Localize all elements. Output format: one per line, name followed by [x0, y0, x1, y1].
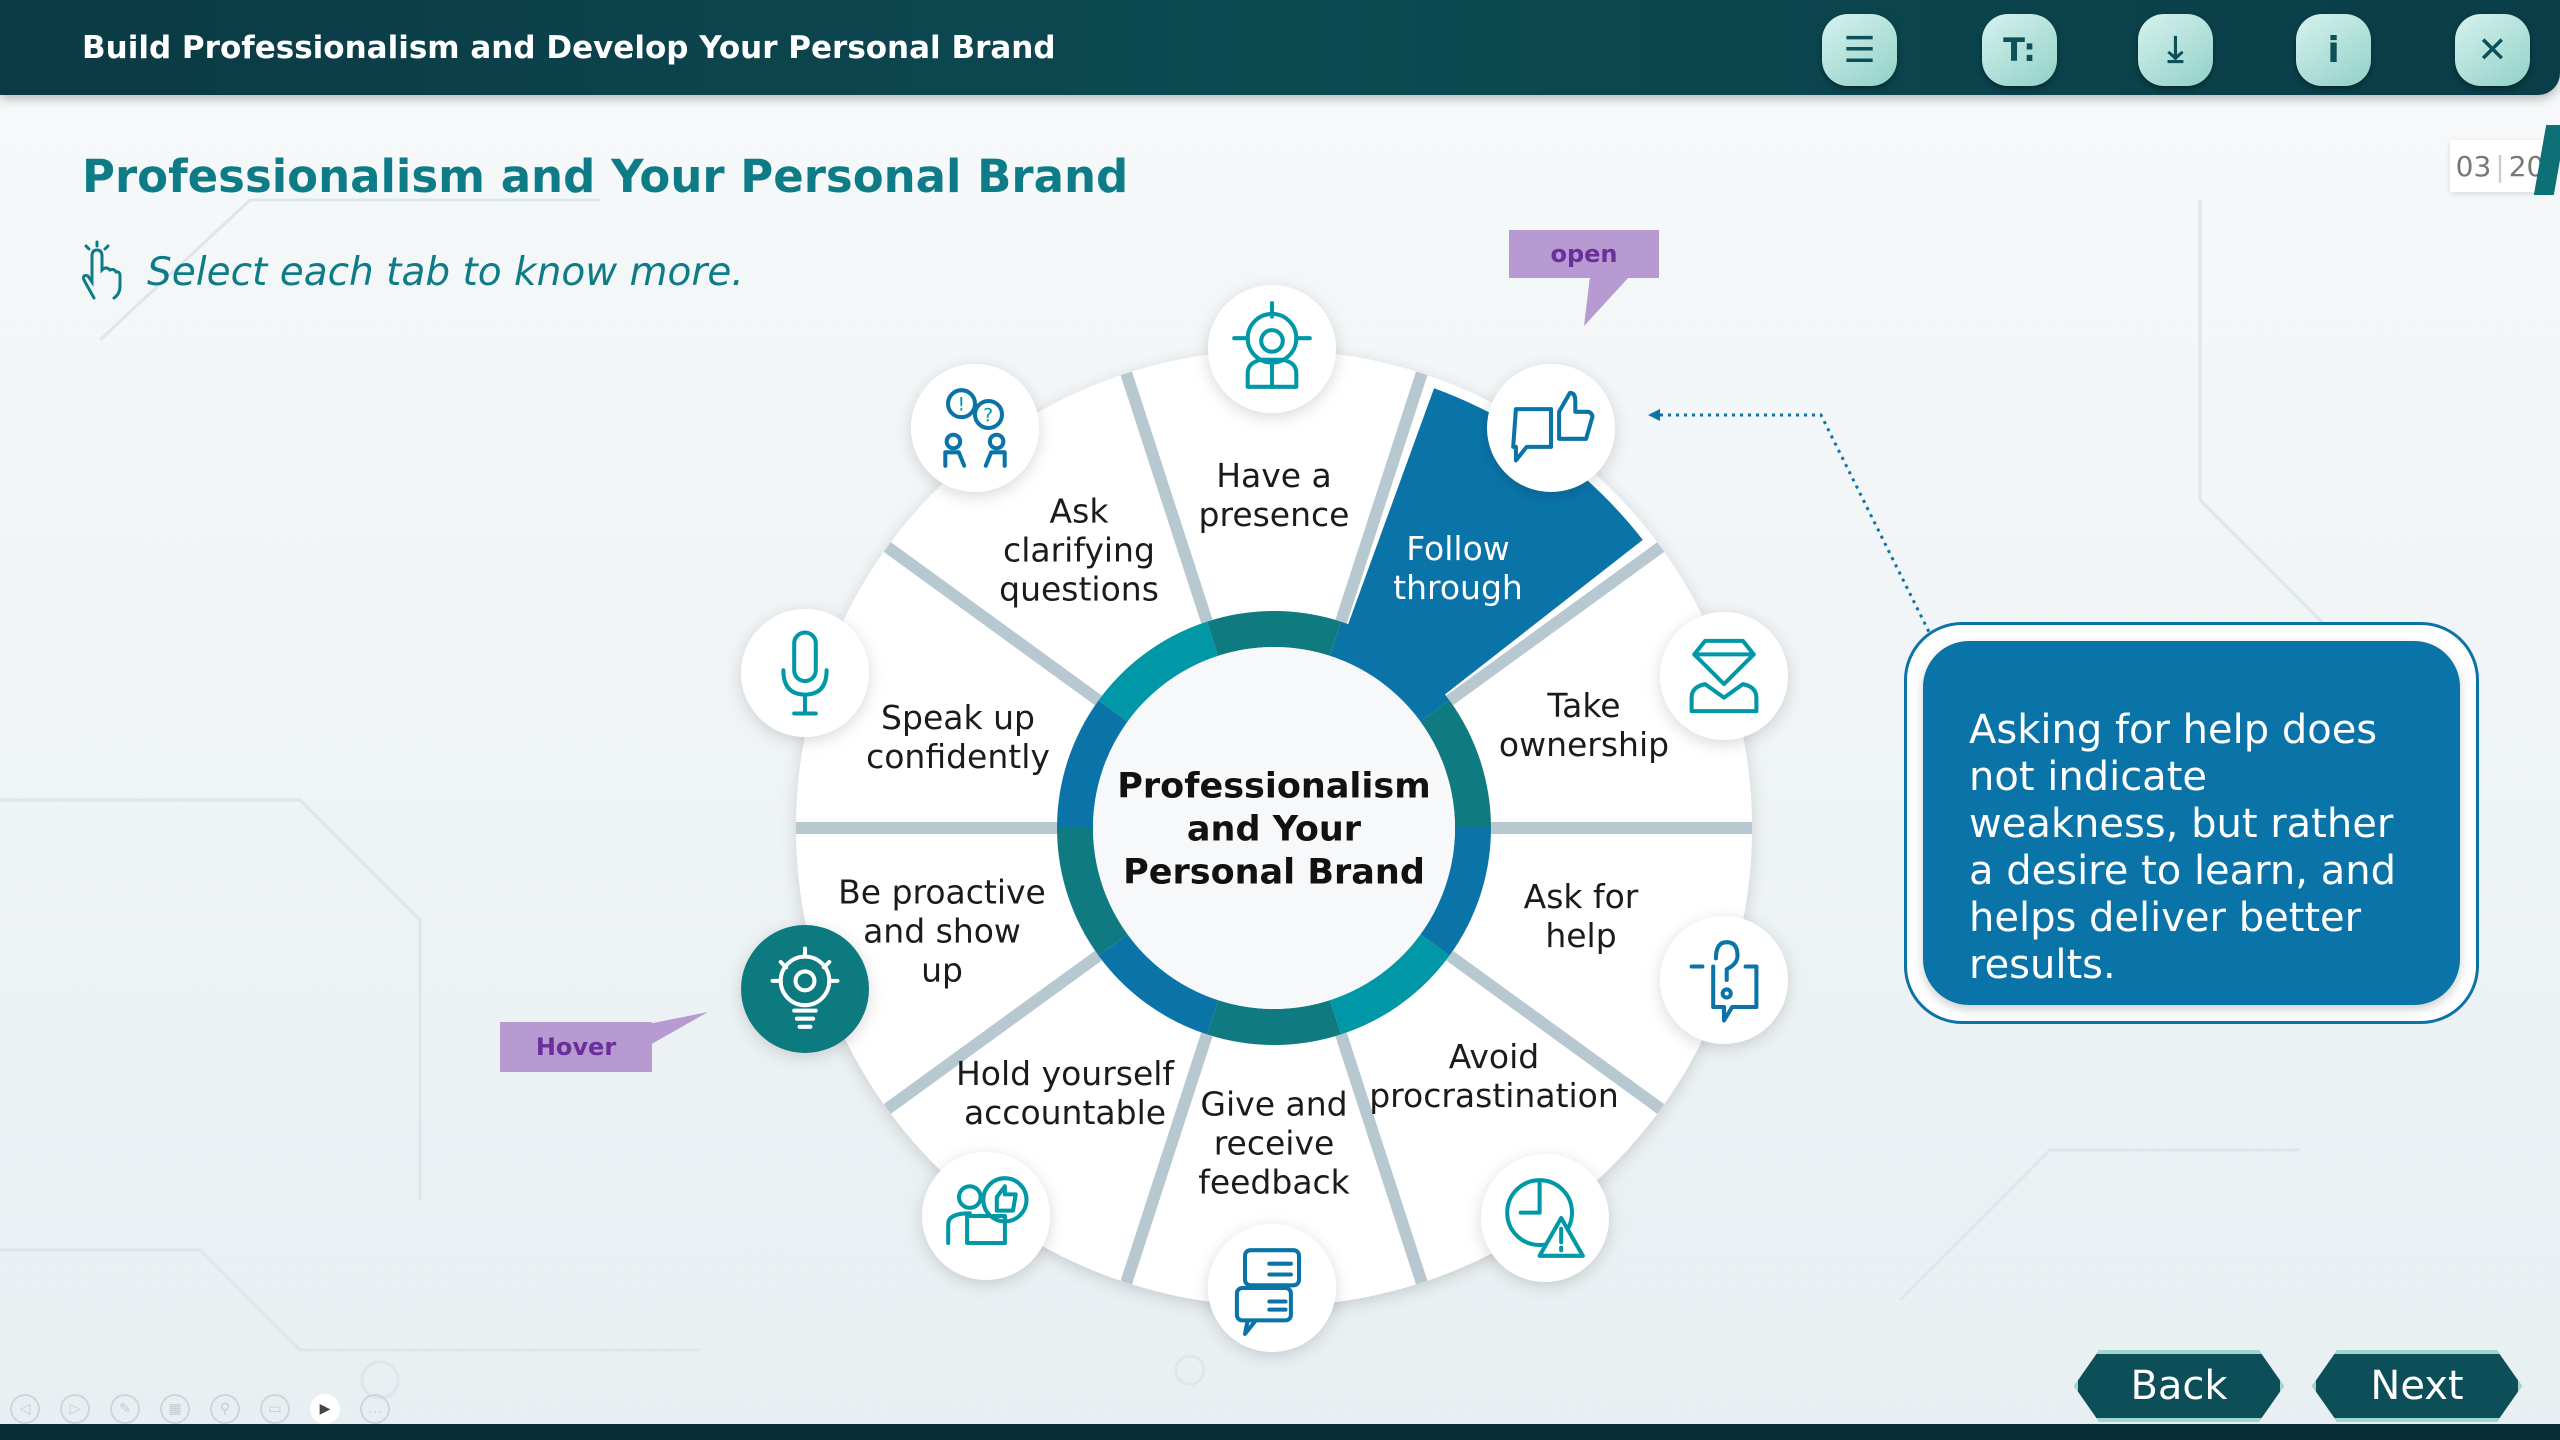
ring-segment	[1420, 828, 1492, 956]
segment-label[interactable]: Be proactive and show up	[838, 872, 1046, 990]
segment-divider	[883, 950, 1102, 1114]
menu-button[interactable]: ☰	[1822, 14, 1897, 86]
segment-label[interactable]: Avoid procrastination	[1369, 1037, 1619, 1115]
open-tooltip-tail	[1584, 276, 1630, 326]
hover-tooltip-text: Hover	[535, 1033, 617, 1061]
course-title: Build Professionalism and Develop Your P…	[82, 30, 1056, 66]
back-button[interactable]: Back	[2074, 1350, 2284, 1422]
microphone-icon[interactable]	[741, 609, 869, 737]
callout-text: Asking for help does not indicate weakne…	[1923, 641, 2460, 1005]
open-tooltip-text: open	[1550, 240, 1618, 268]
ring-segment	[1057, 700, 1128, 828]
ring-segment	[1098, 621, 1219, 722]
ring-segment	[1420, 700, 1491, 828]
segment-label[interactable]: Hold yourself accountable	[955, 1054, 1175, 1132]
transcript-button[interactable]: T:	[1982, 14, 2057, 86]
segment-label[interactable]: Give and receive feedback	[1198, 1084, 1350, 1202]
transcript-icon: T:	[2003, 31, 2036, 69]
ring-segment	[1206, 611, 1342, 656]
segment-divider	[1335, 371, 1428, 624]
ring-segment	[1057, 828, 1128, 956]
next-button[interactable]: Next	[2312, 1350, 2522, 1422]
segment-label[interactable]: Follow through	[1393, 529, 1523, 607]
diamond-person-icon[interactable]	[1660, 612, 1788, 740]
svg-text:!: !	[957, 393, 965, 415]
more-tool-icon[interactable]: …	[360, 1394, 390, 1424]
segment-divider	[1120, 371, 1213, 624]
svg-text:?: ?	[983, 404, 993, 426]
prev-tool-icon[interactable]: ◁	[10, 1394, 40, 1424]
layout-tool-icon[interactable]: ▦	[160, 1394, 190, 1424]
download-button[interactable]: ⤓	[2138, 14, 2213, 86]
captions-tool-icon[interactable]: ▭	[260, 1394, 290, 1424]
segment-label[interactable]: Have a presence	[1198, 456, 1350, 534]
question-bubble-icon[interactable]	[1660, 916, 1788, 1044]
ring-segment	[1206, 1000, 1342, 1045]
feedback-chat-icon[interactable]	[1208, 1224, 1336, 1352]
pen-tool-icon[interactable]: ✎	[110, 1394, 140, 1424]
ring-segment	[1329, 621, 1450, 722]
close-icon: ✕	[2477, 29, 2508, 71]
hand-pointer-icon	[82, 240, 122, 300]
wheel-center-title: Professionalism and Your Personal Brand	[1117, 766, 1431, 893]
ring-segment	[1329, 934, 1450, 1035]
header-bar: Build Professionalism and Develop Your P…	[0, 0, 2560, 95]
segment-label[interactable]: Ask clarifying questions	[999, 491, 1159, 609]
instruction-text: Select each tab to know more.	[147, 250, 744, 295]
hover-tooltip-tail	[648, 1012, 708, 1046]
current-page: 03	[2455, 149, 2492, 183]
open-tooltip: open	[1509, 230, 1659, 278]
counter-separator: |	[2495, 149, 2505, 183]
person-laptop-thumbs-icon[interactable]	[922, 1152, 1050, 1280]
segment-divider	[1446, 542, 1665, 706]
search-tool-icon[interactable]: ⚲	[210, 1394, 240, 1424]
hover-tooltip: Hover	[500, 1022, 652, 1072]
segment-label[interactable]: Ask for help	[1523, 877, 1639, 955]
download-icon: ⤓	[2167, 29, 2184, 70]
close-button[interactable]: ✕	[2455, 14, 2530, 86]
video-tool-icon[interactable]: ▶	[310, 1394, 340, 1424]
info-icon: i	[2327, 29, 2340, 71]
info-button[interactable]: i	[2296, 14, 2371, 86]
segment-label[interactable]: Speak up confidently	[866, 698, 1050, 776]
info-callout: Asking for help does not indicate weakne…	[1904, 622, 2479, 1024]
clock-warning-icon[interactable]	[1481, 1154, 1609, 1282]
segment-divider	[1446, 950, 1665, 1114]
wheel-center	[1093, 647, 1455, 1009]
footer-bar	[0, 1424, 2560, 1440]
target-person-icon[interactable]	[1208, 285, 1336, 413]
segment-label[interactable]: Take ownership	[1498, 686, 1670, 764]
page-title: Professionalism and Your Personal Brand	[82, 150, 1129, 203]
question-dialog-icon[interactable]: !?	[911, 364, 1039, 492]
segment-divider	[883, 542, 1102, 706]
thumbs-up-chat-icon[interactable]	[1487, 364, 1615, 492]
segment-divider	[1335, 1032, 1428, 1285]
segment-divider	[1120, 1032, 1213, 1285]
play-tool-icon[interactable]: ▷	[60, 1394, 90, 1424]
ring-segment	[1098, 934, 1219, 1035]
gear-bulb-icon[interactable]	[741, 925, 869, 1053]
menu-icon: ☰	[1843, 29, 1876, 71]
